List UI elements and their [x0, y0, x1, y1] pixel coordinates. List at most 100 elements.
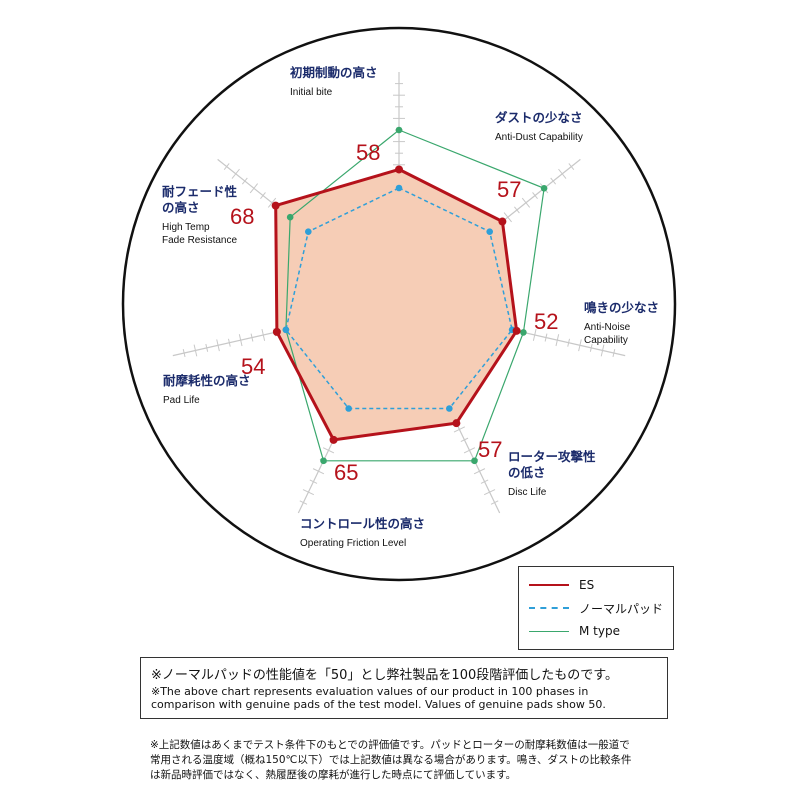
series-normal-line: [285, 187, 513, 410]
tick-6-15: [260, 192, 266, 199]
point-normal-3: [446, 405, 453, 412]
tick-1-14: [521, 197, 531, 208]
axis-label-en-6-0: High Temp: [162, 222, 210, 233]
tick-5-13: [250, 333, 254, 342]
series-es-line: [274, 167, 519, 442]
axis-label-jp-6-0: 耐フェード性: [162, 184, 238, 199]
footnote-line1: ※上記数値はあくまでテスト条件下のもとでの評価値です。パッドとローターの耐摩耗数…: [150, 739, 630, 751]
point-mtype-1: [540, 184, 548, 192]
tick-2-16: [578, 339, 582, 352]
point-es-3: [452, 419, 461, 428]
point-mtype-3: [471, 457, 478, 465]
evaluation-note-box: ※ノーマルパッドの性能値を「50」とし弊社製品を100段階評価したものです。 ※…: [140, 657, 668, 719]
point-normal-1: [486, 228, 493, 235]
tick-2-17: [589, 343, 593, 352]
point-es-2: [512, 326, 521, 335]
tick-5-14: [238, 334, 243, 347]
point-mtype-6: [286, 213, 294, 221]
axis-label-en-6-1: Fade Resistance: [162, 235, 237, 246]
legend-label-normal: ノーマルパッド: [579, 601, 664, 616]
series-mtype-line: [285, 129, 545, 462]
tick-3-18: [483, 489, 496, 496]
axis-label-en-4-0: Operating Friction Level: [300, 538, 406, 549]
point-es-5: [272, 327, 281, 336]
chart-outer-circle: [121, 26, 677, 582]
chart-legend: ES ノーマルパッド M type: [518, 566, 674, 650]
tick-5-18: [193, 344, 198, 357]
point-normal-5: [282, 326, 290, 334]
value-label-1: 57: [497, 177, 521, 202]
footnote: ※上記数値はあくまでテスト条件下のもとでの評価値です。パッドとローターの耐摩耗数…: [150, 738, 632, 783]
note-jp: ※ノーマルパッドの性能値を「50」とし弊社製品を100段階評価したものです。: [151, 668, 618, 683]
tick-5-12: [261, 329, 266, 341]
point-normal-6: [305, 228, 312, 235]
legend-label-mtype: M type: [579, 624, 620, 638]
axis-label-jp-2-0: 鳴きの少なさ: [584, 300, 659, 315]
point-mtype-4: [320, 457, 327, 465]
tick-5-15: [227, 338, 231, 347]
legend-item-mtype: M type: [529, 621, 620, 641]
tick-6-17: [241, 177, 248, 185]
value-label-6: 68: [230, 204, 254, 229]
legend-item-es: ES: [529, 575, 594, 595]
tick-6-14: [267, 197, 277, 208]
value-label-0: 58: [356, 140, 380, 165]
tick-2-15: [567, 338, 571, 347]
axis-label-jp-5-0: 耐摩耗性の高さ: [163, 373, 251, 388]
axis-label-jp-3-1: の低さ: [508, 465, 546, 480]
tick-5-17: [205, 343, 209, 352]
axis-label-en-5-0: Pad Life: [163, 395, 200, 406]
note-en-line2: comparison with genuine pads of the test…: [151, 698, 606, 711]
point-es-1: [498, 217, 507, 226]
tick-4-17: [309, 479, 318, 484]
point-mtype-2: [520, 329, 527, 336]
point-normal-4: [345, 405, 352, 412]
tick-3-17: [480, 479, 489, 484]
tick-4-18: [302, 489, 315, 496]
axis-label-en-2-0: Anti-Noise: [584, 322, 631, 333]
axis-label-jp-0-0: 初期制動の高さ: [290, 65, 378, 80]
point-es-4: [329, 435, 338, 444]
tick-2-14: [555, 334, 560, 347]
tick-2-12: [532, 329, 537, 341]
axis-label-jp-6-1: の高さ: [162, 200, 200, 215]
tick-6-19: [223, 163, 230, 171]
tick-1-13: [514, 206, 520, 214]
axis-label-jp-1-0: ダストの少なさ: [495, 110, 583, 125]
tick-5-16: [216, 339, 220, 352]
point-es-0: [395, 165, 403, 174]
tick-5-19: [182, 349, 186, 358]
series-es-area: [275, 169, 517, 440]
tick-2-19: [612, 349, 616, 358]
tick-1-18: [558, 168, 567, 179]
tick-1-15: [532, 192, 538, 199]
legend-item-normal: ノーマルパッド: [529, 598, 663, 618]
axis-label-en-3-0: Disc Life: [508, 487, 547, 498]
tick-6-16: [249, 183, 259, 194]
tick-4-19: [299, 500, 308, 505]
point-normal-0: [395, 184, 403, 192]
tick-2-18: [600, 344, 605, 357]
axis-label-en-1-0: Anti-Dust Capability: [495, 132, 583, 143]
legend-swatch-es: [529, 584, 569, 586]
value-label-5: 54: [241, 354, 265, 379]
tick-1-19: [568, 163, 575, 171]
tick-1-12: [503, 212, 512, 223]
legend-label-es: ES: [579, 578, 595, 592]
footnote-line2: 常用される温度域（概ね150℃以下）では上記数値は異なる場合があります。鳴き、ダ…: [150, 754, 632, 766]
tick-4-16: [312, 468, 325, 475]
tick-4-14: [322, 447, 335, 454]
radar-series: [271, 126, 548, 465]
footnote-line3: は新品時評価ではなく、熱履歴後の摩耗が進行した時点にて評価しています。: [150, 769, 517, 781]
value-label-4: 65: [334, 460, 358, 485]
point-mtype-0: [395, 126, 403, 134]
tick-6-18: [231, 168, 240, 179]
point-es-6: [271, 201, 280, 210]
value-label-3: 57: [478, 437, 502, 462]
legend-swatch-normal: [529, 607, 569, 609]
axis-label-jp-4-0: コントロール性の高さ: [300, 516, 425, 531]
tick-3-16: [473, 468, 486, 475]
legend-swatch-mtype: [529, 630, 569, 632]
